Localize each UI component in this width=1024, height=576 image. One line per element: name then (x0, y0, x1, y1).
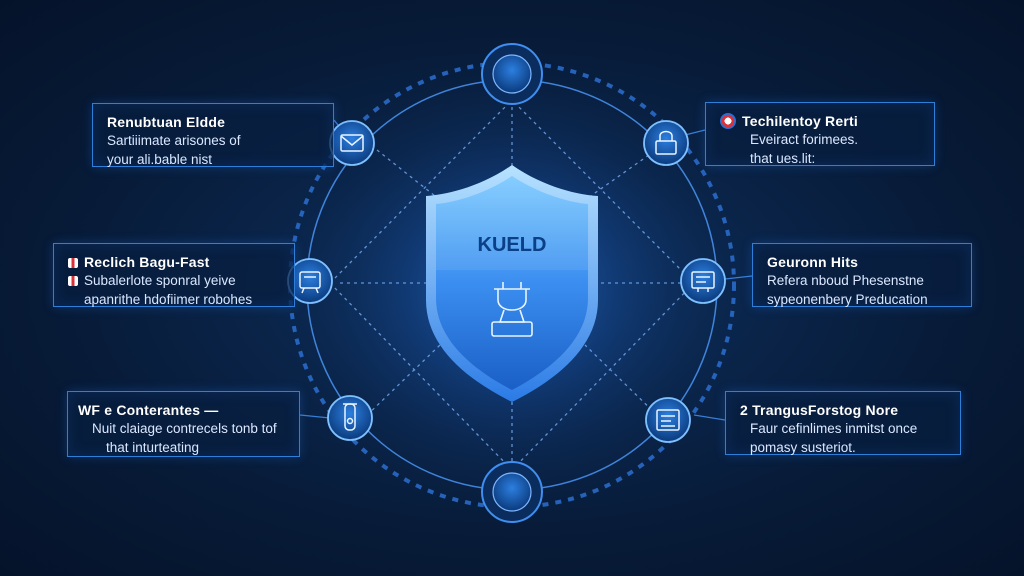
card-desc-line1: Refera nboud Phesenstne (767, 273, 924, 288)
test-tube-icon-node[interactable] (327, 395, 373, 441)
card-title: Renubtuan Eldde (107, 114, 226, 130)
card-title: Techilentoy Rerti (742, 113, 858, 129)
flag-icon (68, 276, 78, 286)
bottom-hub-node (481, 461, 543, 523)
card-desc-line1: Faur cefinlimes inmitst once (750, 421, 918, 436)
card-desc-line2: that ues.lit: (750, 151, 816, 166)
shield-body (436, 176, 588, 390)
document-icon-node[interactable] (645, 397, 691, 443)
lock-icon-node[interactable] (643, 120, 689, 166)
card-desc-line1: Sartiiimate arisones of (107, 133, 241, 148)
shield: KUELD (426, 165, 598, 402)
card-title: 2 TrangusForstog Nore (740, 402, 899, 418)
card-desc-line2: that inturteating (106, 440, 200, 455)
envelope-icon (340, 134, 364, 152)
document-icon (656, 409, 680, 431)
shield-inner-icon (491, 282, 533, 337)
card-title-row: Reclich Bagu-Fast (68, 254, 280, 270)
lock-icon (655, 130, 677, 155)
card-top-left[interactable]: Renubtuan Eldde Sartiiimate arisones of … (92, 103, 334, 167)
card-bot-right[interactable]: 2 TrangusForstog Nore Faur cefinlimes in… (725, 391, 961, 455)
test-tube-icon (343, 403, 357, 431)
envelope-icon-node[interactable] (329, 120, 375, 166)
card-desc-line2: apanrithe hdofiimer robohes (84, 292, 253, 307)
top-hub-node (481, 43, 543, 105)
card-bot-left[interactable]: WF e Conterantes — Nuit claiage contrece… (67, 391, 300, 457)
card-desc-line2: your ali.bable nist (107, 152, 213, 167)
card-desc-line1: Subalerlote sponral yeive (84, 273, 236, 288)
card-desc-line2: pomasy susteriot. (750, 440, 856, 455)
machine-icon (299, 271, 321, 294)
card-title: WF e Conterantes — (78, 402, 219, 418)
card-mid-right[interactable]: Geuronn Hits Refera nboud Phesenstne syp… (752, 243, 972, 307)
card-title: Reclich Bagu-Fast (84, 254, 210, 270)
flag-icon (68, 258, 78, 268)
card-desc-line2: sypeonenbery Preducation (767, 292, 928, 307)
card-title-row: Techilentoy Rerti (720, 113, 920, 129)
server-icon-node[interactable] (680, 258, 726, 304)
badge-icon (720, 113, 736, 129)
card-title: Geuronn Hits (767, 254, 859, 270)
card-desc-line1: Nuit claiage contrecels tonb tof (92, 421, 277, 436)
card-desc-row-1: Subalerlote sponral yeive (68, 272, 280, 289)
shield-label: KUELD (478, 234, 547, 256)
server-icon (691, 271, 715, 292)
card-mid-left[interactable]: Reclich Bagu-Fast Subalerlote sponral ye… (53, 243, 295, 307)
card-top-right[interactable]: Techilentoy Rerti Eveiract forimees. tha… (705, 102, 935, 166)
shield-highlight (436, 176, 588, 270)
card-desc-line1: Eveiract forimees. (750, 132, 859, 147)
